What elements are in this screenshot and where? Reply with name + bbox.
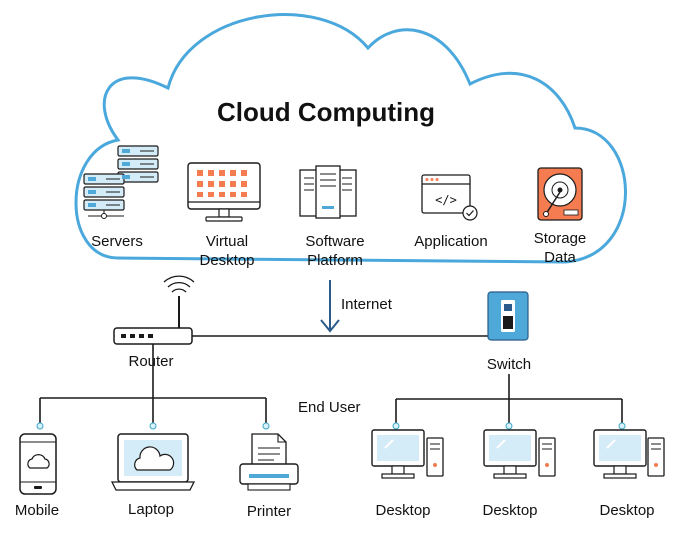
switch-icon [487, 291, 529, 341]
servers-icon [83, 145, 159, 219]
virtual-desktop-icon [187, 162, 261, 222]
end-user-label: End User [298, 399, 361, 416]
desktop-label-2: Desktop [482, 502, 537, 519]
storage-data-label-line2: Data [544, 249, 576, 266]
software-platform-icon [299, 165, 357, 219]
software-platform-label-line2: Platform [307, 252, 363, 269]
mobile-icon [19, 433, 57, 495]
cloud-title: Cloud Computing [217, 97, 435, 127]
svg-text:</>: </> [435, 193, 457, 207]
laptop-label: Laptop [128, 501, 174, 518]
storage-data-icon [537, 167, 583, 221]
desktop-icon [483, 429, 556, 479]
laptop-port-dot [149, 422, 157, 430]
servers-label: Servers [91, 233, 143, 250]
desktop-icon [593, 429, 665, 479]
desktop2-port-dot [505, 422, 513, 430]
desktop1-port-dot [392, 422, 400, 430]
virtual-desktop-label-line1: Virtual [206, 233, 248, 250]
laptop-icon [110, 433, 196, 491]
mobile-port-dot [36, 422, 44, 430]
desktop-icon [371, 429, 444, 479]
cloud-shape [74, 13, 627, 264]
router-icon [113, 275, 195, 345]
desktop3-port-dot [618, 422, 626, 430]
mobile-label: Mobile [15, 502, 59, 519]
printer-port-dot [262, 422, 270, 430]
printer-icon [239, 433, 299, 491]
virtual-desktop-label-line2: Desktop [199, 252, 254, 269]
internet-arrow [320, 280, 340, 333]
application-label: Application [414, 233, 487, 250]
internet-label: Internet [341, 296, 393, 313]
desktop-label-1: Desktop [375, 502, 430, 519]
printer-label: Printer [247, 503, 291, 520]
storage-data-label-line1: Storage [534, 230, 587, 247]
router-label: Router [128, 353, 173, 370]
desktop-label-3: Desktop [599, 502, 654, 519]
switch-label: Switch [487, 356, 531, 373]
application-icon: </> [421, 174, 478, 221]
software-platform-label-line1: Software [305, 233, 364, 250]
